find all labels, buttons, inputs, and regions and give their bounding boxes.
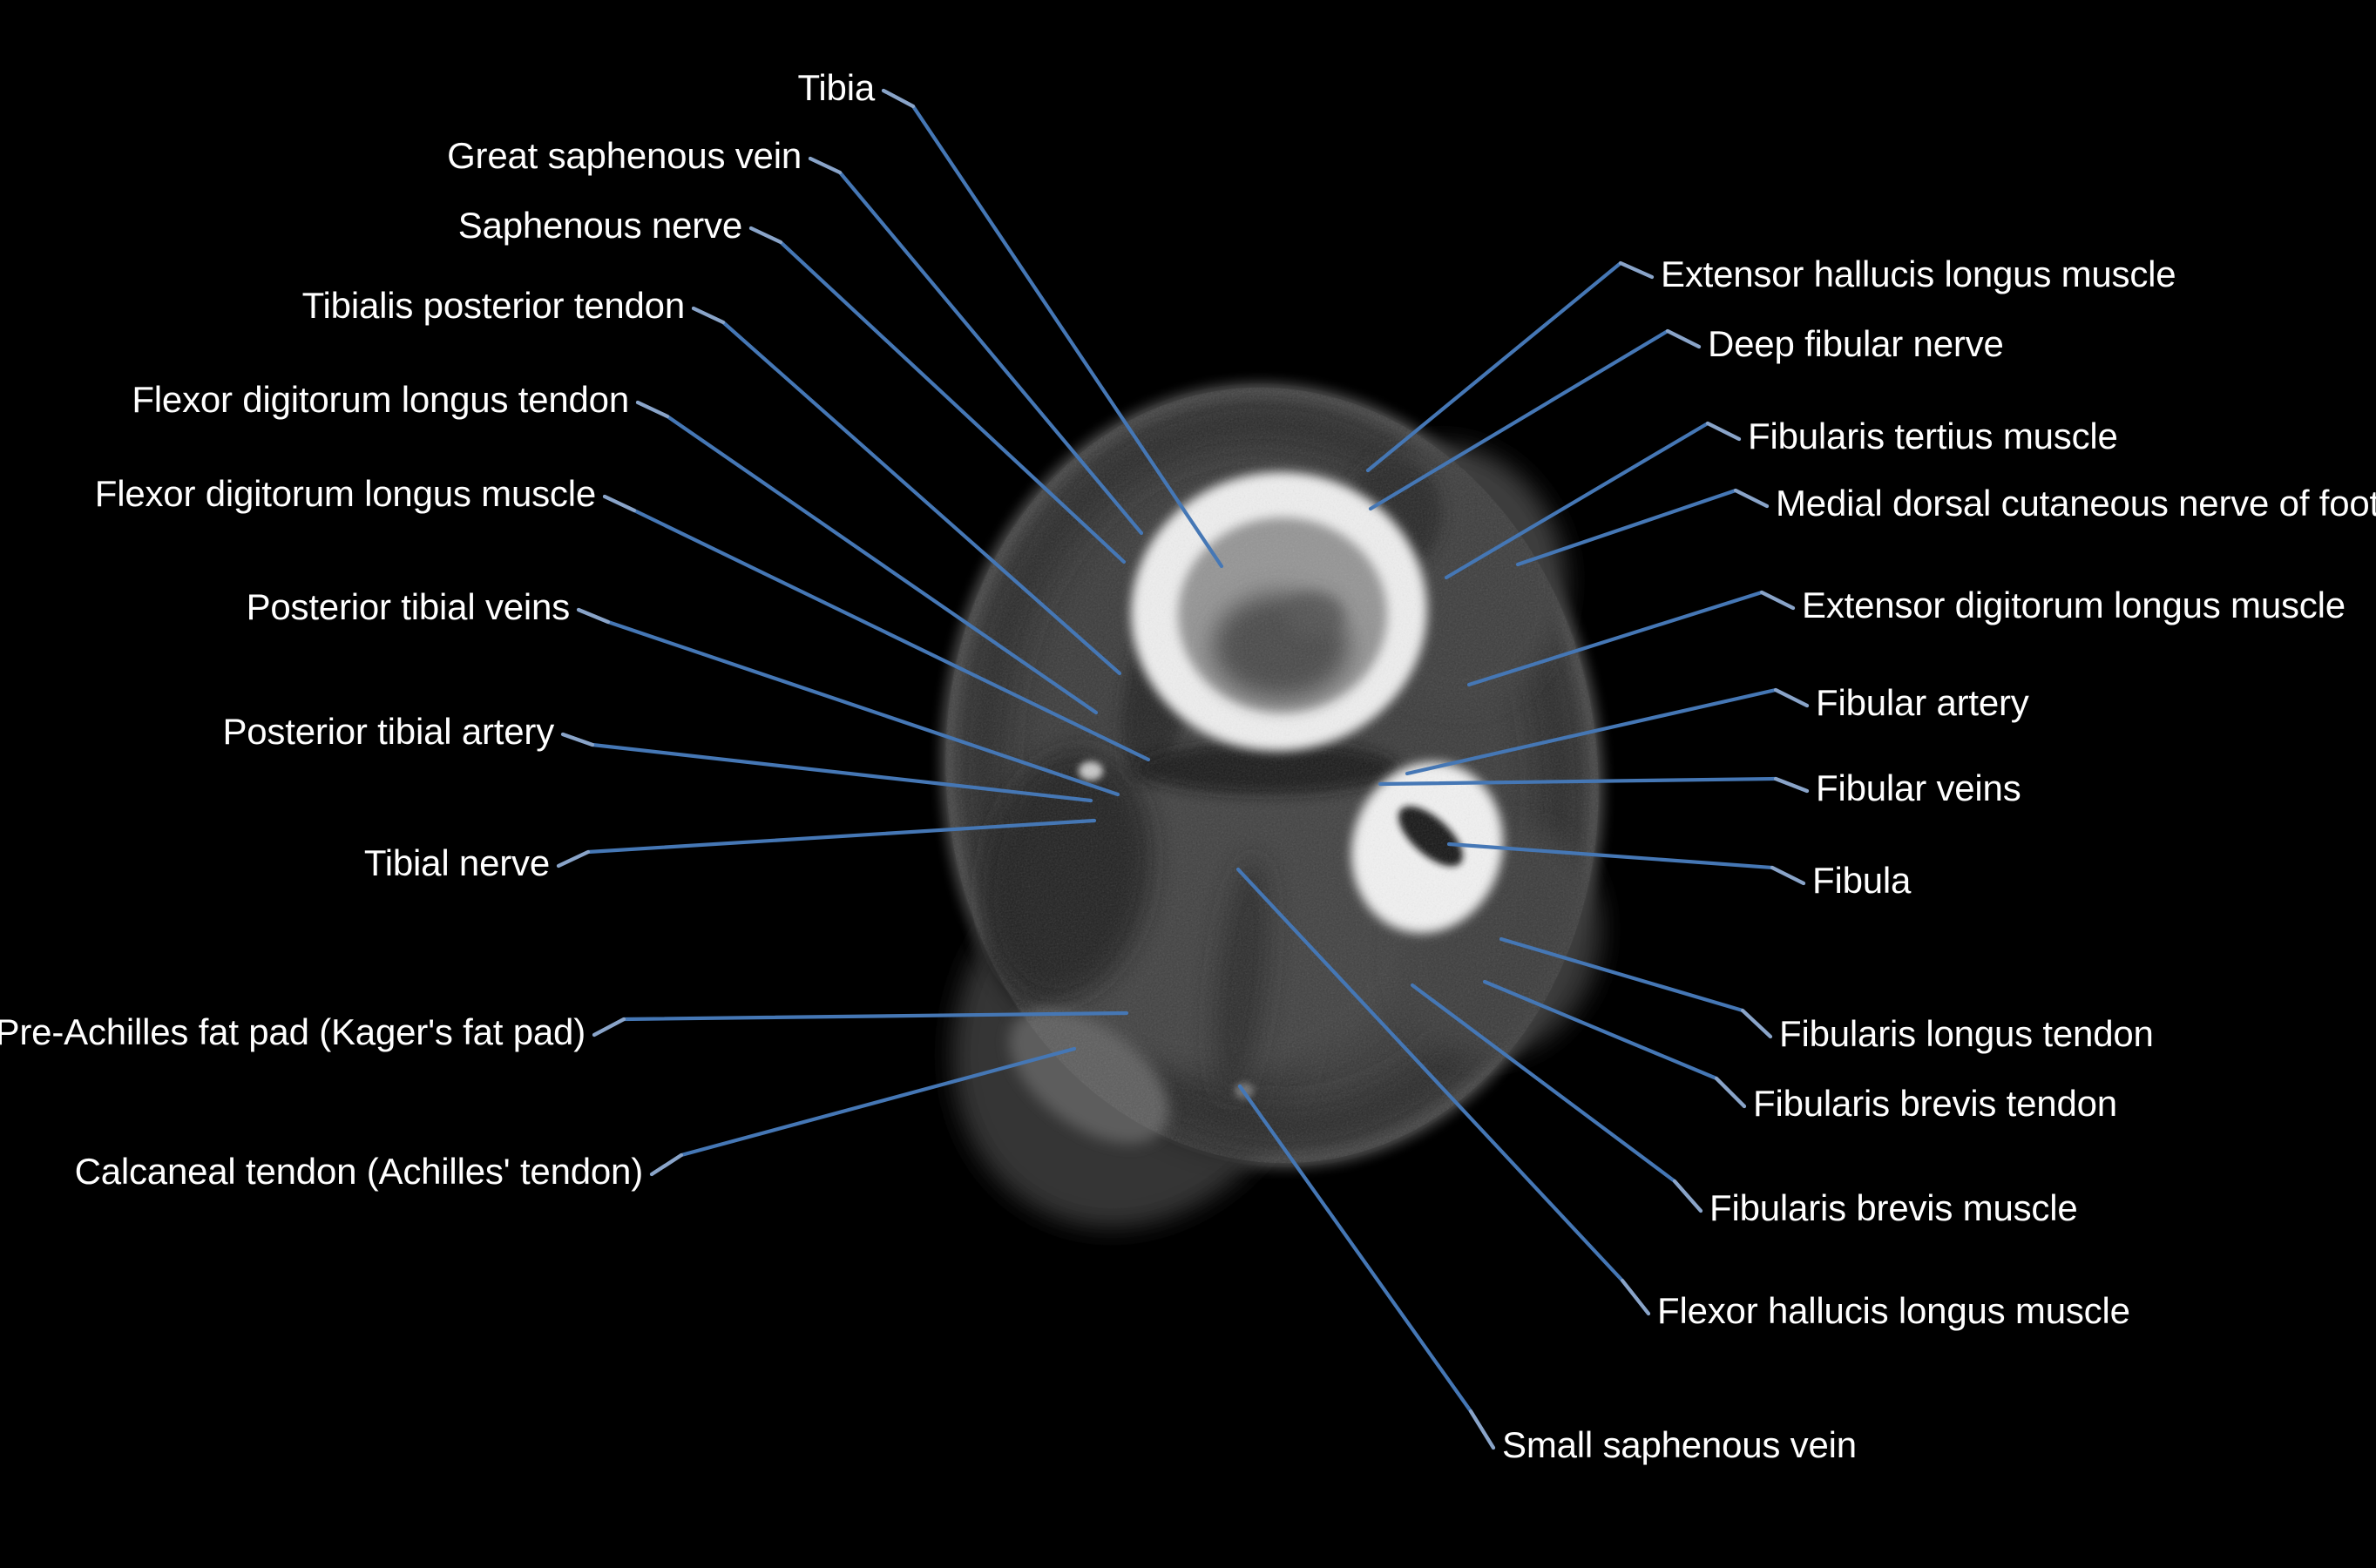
leader-tick-calcaneal-tendon — [649, 1152, 684, 1177]
ct-scan-image — [943, 385, 1601, 1227]
leader-medial-dorsal-cutaneous-nerve-of-foot — [1515, 488, 1770, 567]
leader-tick-fibularis-brevis-muscle — [1672, 1179, 1703, 1213]
leader-tick-flexor-digitorum-longus-muscle — [602, 494, 637, 513]
leader-tick-flexor-digitorum-longus-tendon — [635, 400, 670, 419]
leader-tick-fibularis-longus-tendon — [1740, 1008, 1773, 1039]
leader-tick-fibular-artery — [1773, 687, 1810, 708]
leader-tick-fibularis-tertius-muscle — [1705, 421, 1742, 442]
ct-noise-overlay — [945, 387, 1599, 1164]
leader-tick-fibula — [1770, 865, 1806, 886]
leader-tick-extensor-hallucis-longus-muscle — [1618, 260, 1655, 280]
leader-tick-tibia — [881, 88, 916, 109]
leader-tick-fibular-veins — [1773, 776, 1810, 794]
leader-tick-posterior-tibial-artery — [560, 732, 595, 747]
leader-tick-tibial-nerve — [556, 849, 591, 868]
leader-tick-small-saphenous-vein — [1468, 1409, 1496, 1450]
leader-tick-fibularis-brevis-tendon — [1714, 1076, 1747, 1109]
leader-tick-deep-fibular-nerve — [1665, 328, 1702, 349]
leader-tick-saphenous-nerve — [748, 226, 783, 245]
leader-tick-pre-achilles-fat-pad — [592, 1017, 626, 1037]
leader-tick-tibialis-posterior-tendon — [691, 306, 726, 325]
leader-tick-posterior-tibial-veins — [576, 607, 611, 625]
leader-tick-medial-dorsal-cutaneous-nerve-of-foot — [1733, 488, 1770, 509]
leader-lines — [556, 88, 1810, 1450]
leader-tick-extensor-digitorum-longus-muscle — [1759, 590, 1796, 611]
leader-tick-flexor-hallucis-longus-muscle — [1620, 1278, 1651, 1316]
leader-tick-great-saphenous-vein — [808, 156, 843, 175]
